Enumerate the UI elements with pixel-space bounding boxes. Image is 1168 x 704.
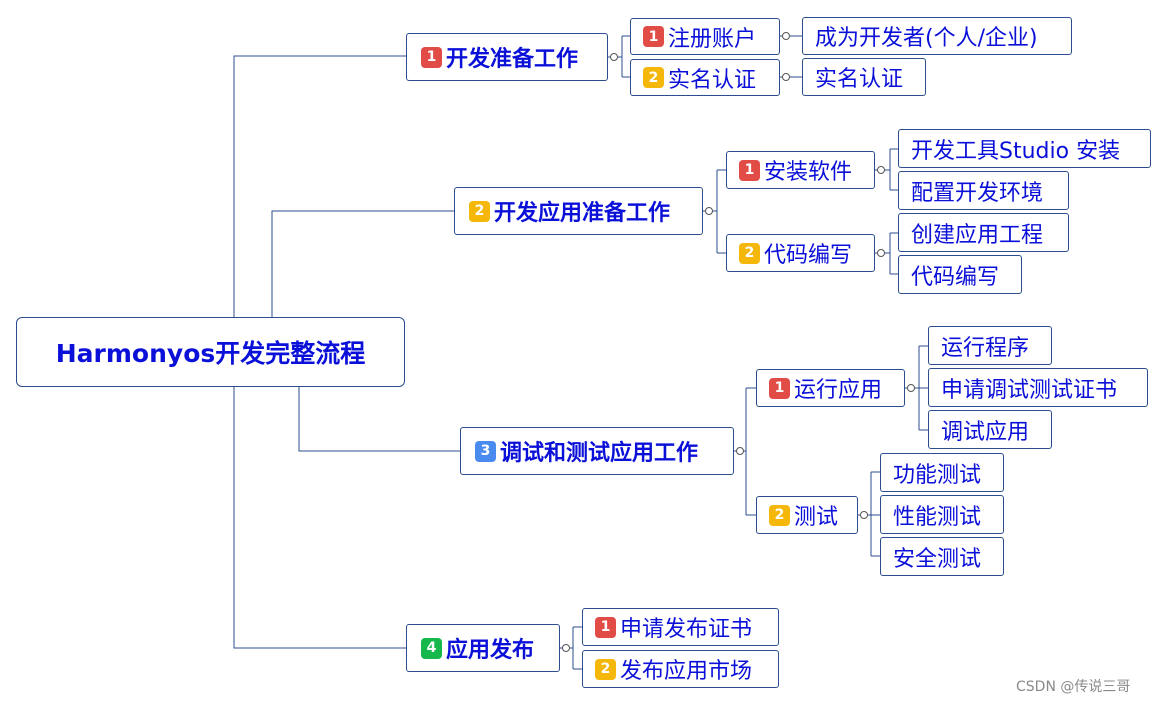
collapse-toggle-icon[interactable]	[705, 207, 713, 215]
collapse-toggle-icon[interactable]	[877, 166, 885, 174]
leaf-functional-test[interactable]: 功能测试	[880, 453, 1004, 492]
leaf-label: 代码编写	[911, 264, 1000, 290]
leaf-label: 开发工具Studio 安装	[911, 138, 1121, 164]
leaf-install-studio[interactable]: 开发工具Studio 安装	[898, 129, 1151, 168]
topic-label: 开发准备工作	[446, 47, 579, 72]
topic-app-release[interactable]: 4 应用发布	[406, 624, 560, 672]
leaf-label: 实名认证	[815, 67, 904, 92]
leaf-label: 配置开发环境	[911, 180, 1044, 206]
leaf-apply-debug-cert[interactable]: 申请调试测试证书	[928, 368, 1148, 407]
priority-badge: 1	[421, 46, 442, 68]
topic-debug-and-test[interactable]: 3 调试和测试应用工作	[460, 427, 734, 475]
priority-badge: 1	[595, 616, 616, 638]
collapse-toggle-icon[interactable]	[877, 249, 885, 257]
leaf-become-developer[interactable]: 成为开发者(个人/企业)	[802, 17, 1072, 55]
leaf-debug-app[interactable]: 调试应用	[928, 410, 1052, 449]
leaf-label: 安全测试	[893, 546, 982, 572]
topic-label: 应用发布	[446, 638, 535, 663]
priority-badge: 2	[643, 67, 664, 88]
subtopic-apply-release-cert[interactable]: 1 申请发布证书	[582, 608, 779, 646]
leaf-create-project[interactable]: 创建应用工程	[898, 213, 1069, 252]
priority-badge: 2	[769, 504, 790, 526]
collapse-toggle-icon[interactable]	[782, 32, 790, 40]
subtopic-run-app[interactable]: 1 运行应用	[756, 369, 905, 407]
priority-badge: 1	[739, 159, 760, 181]
leaf-label: 成为开发者(个人/企业)	[815, 26, 1038, 51]
leaf-config-environment[interactable]: 配置开发环境	[898, 171, 1069, 210]
priority-badge: 2	[595, 658, 616, 680]
leaf-label: 运行程序	[941, 335, 1030, 361]
leaf-security-test[interactable]: 安全测试	[880, 537, 1004, 576]
root-label: Harmonyos开发完整流程	[55, 339, 366, 368]
priority-badge: 2	[469, 200, 490, 222]
priority-badge: 1	[643, 26, 664, 47]
subtopic-label: 发布应用市场	[620, 659, 753, 684]
leaf-label: 性能测试	[893, 504, 982, 530]
collapse-toggle-icon[interactable]	[610, 53, 618, 61]
leaf-label: 功能测试	[893, 462, 982, 488]
collapse-toggle-icon[interactable]	[736, 447, 744, 455]
subtopic-label: 代码编写	[764, 243, 853, 268]
subtopic-label: 运行应用	[794, 378, 883, 403]
subtopic-label: 注册账户	[668, 26, 757, 52]
watermark: CSDN @传说三哥	[1016, 679, 1131, 695]
priority-badge: 2	[739, 242, 760, 264]
topic-app-dev-preparation[interactable]: 2 开发应用准备工作	[454, 187, 703, 235]
priority-badge: 3	[475, 440, 496, 462]
root-node[interactable]: Harmonyos开发完整流程	[16, 317, 405, 387]
topic-label: 开发应用准备工作	[494, 201, 671, 226]
leaf-write-code[interactable]: 代码编写	[898, 255, 1022, 294]
leaf-performance-test[interactable]: 性能测试	[880, 495, 1004, 534]
priority-badge: 1	[769, 377, 790, 399]
subtopic-label: 安装软件	[764, 160, 853, 185]
leaf-label: 创建应用工程	[911, 222, 1044, 248]
leaf-run-program[interactable]: 运行程序	[928, 326, 1052, 365]
leaf-real-name-verify[interactable]: 实名认证	[802, 58, 926, 96]
priority-badge: 4	[421, 637, 442, 659]
topic-label: 调试和测试应用工作	[500, 441, 699, 466]
subtopic-register-account[interactable]: 1 注册账户	[630, 18, 780, 55]
leaf-label: 调试应用	[941, 419, 1030, 445]
subtopic-install-software[interactable]: 1 安装软件	[726, 151, 875, 189]
subtopic-label: 申请发布证书	[620, 617, 753, 642]
subtopic-testing[interactable]: 2 测试	[756, 496, 858, 534]
collapse-toggle-icon[interactable]	[907, 384, 915, 392]
subtopic-real-name-verify[interactable]: 2 实名认证	[630, 59, 780, 96]
collapse-toggle-icon[interactable]	[860, 511, 868, 519]
topic-dev-preparation[interactable]: 1 开发准备工作	[406, 33, 608, 81]
leaf-label: 申请调试测试证书	[941, 377, 1118, 403]
subtopic-publish-market[interactable]: 2 发布应用市场	[582, 650, 779, 688]
subtopic-label: 测试	[794, 505, 839, 530]
collapse-toggle-icon[interactable]	[562, 644, 570, 652]
subtopic-write-code[interactable]: 2 代码编写	[726, 234, 875, 272]
collapse-toggle-icon[interactable]	[782, 73, 790, 81]
subtopic-label: 实名认证	[668, 67, 757, 93]
